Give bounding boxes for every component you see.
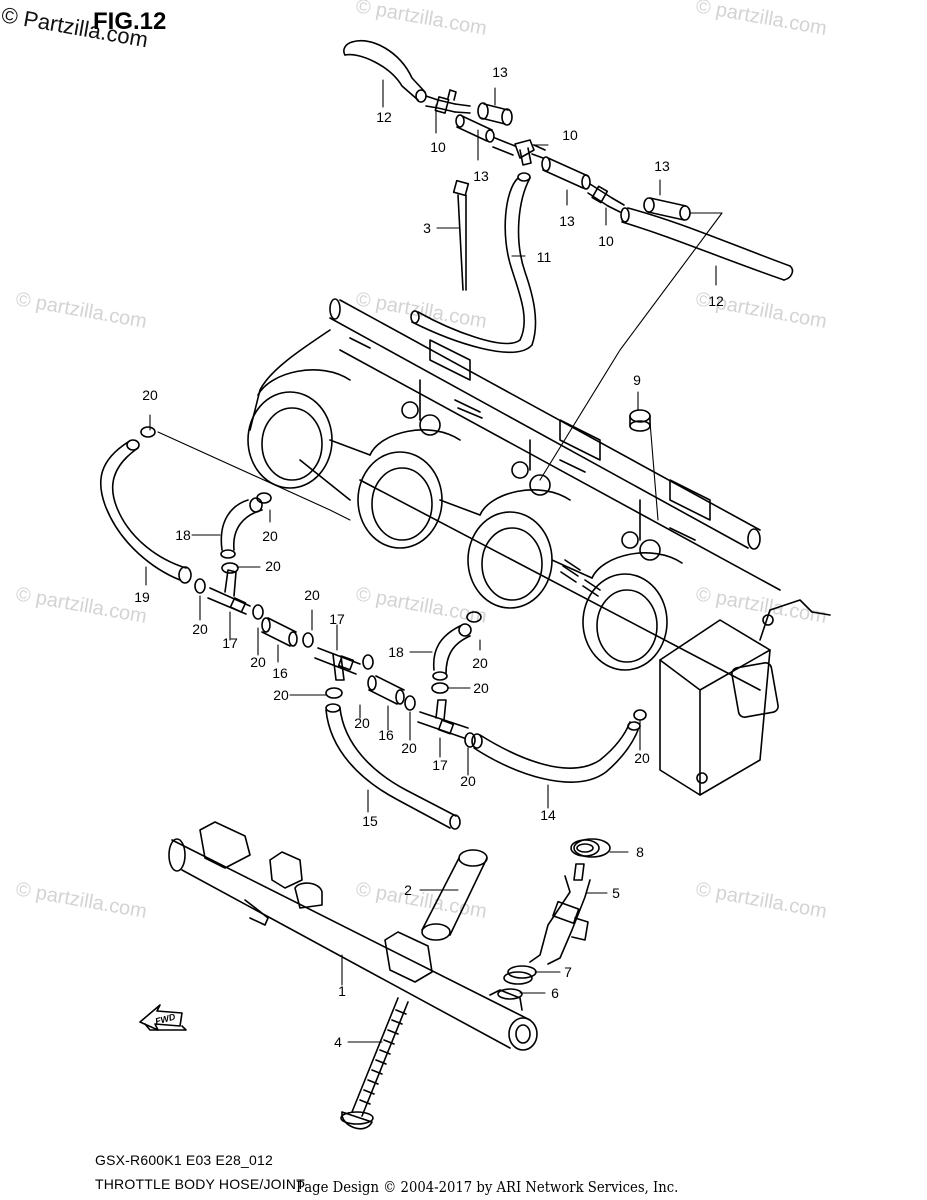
callout-17: 17 bbox=[222, 635, 238, 651]
hose-15 bbox=[325, 703, 461, 830]
tee-17-right bbox=[417, 699, 469, 739]
leader-lines bbox=[145, 79, 723, 1043]
callout-12: 12 bbox=[708, 293, 724, 309]
assembly-name: THROTTLE BODY HOSE/JOINT bbox=[95, 1176, 305, 1192]
callout-8: 8 bbox=[636, 844, 644, 860]
callout-20: 20 bbox=[273, 687, 289, 703]
callout-4: 4 bbox=[334, 1034, 342, 1050]
tee-17-left bbox=[207, 569, 251, 615]
callout-20: 20 bbox=[304, 587, 320, 603]
callout-10: 10 bbox=[562, 127, 578, 143]
callout-13: 13 bbox=[492, 64, 508, 80]
hose-13-right bbox=[541, 156, 591, 190]
hose-12-right bbox=[620, 207, 794, 281]
callout-20: 20 bbox=[250, 654, 266, 670]
callout-14: 14 bbox=[540, 807, 556, 823]
page-credit: Page Design © 2004-2017 by ARI Network S… bbox=[296, 1178, 679, 1196]
callout-17: 17 bbox=[432, 757, 448, 773]
joint-10-top bbox=[425, 89, 471, 114]
callout-20: 20 bbox=[401, 740, 417, 756]
callout-5: 5 bbox=[612, 885, 620, 901]
callout-10: 10 bbox=[430, 139, 446, 155]
cap-13-right bbox=[643, 197, 691, 221]
throttle-position-sensor bbox=[659, 599, 831, 796]
callout-20: 20 bbox=[262, 528, 278, 544]
hose-18-left bbox=[220, 497, 263, 559]
hose-19 bbox=[99, 439, 192, 584]
cushion-2 bbox=[421, 849, 488, 941]
throttle-body-assembly bbox=[247, 298, 831, 796]
callout-20: 20 bbox=[354, 715, 370, 731]
callout-16: 16 bbox=[378, 727, 394, 743]
callout-19: 19 bbox=[134, 589, 150, 605]
callout-20: 20 bbox=[142, 387, 158, 403]
callout-11: 11 bbox=[537, 249, 552, 265]
callout-7: 7 bbox=[564, 964, 572, 980]
callout-15: 15 bbox=[362, 813, 378, 829]
joint-10-right bbox=[587, 183, 625, 213]
fwd-arrow-icon bbox=[139, 1004, 187, 1031]
callout-6: 6 bbox=[551, 985, 559, 1001]
model-code: GSX-R600K1 E03 E28_012 bbox=[95, 1152, 273, 1168]
hose-16-middle bbox=[367, 675, 405, 705]
hose-18-right bbox=[432, 623, 472, 681]
callout-10: 10 bbox=[598, 233, 614, 249]
fwd-label: FWD bbox=[154, 1011, 177, 1026]
callout-18: 18 bbox=[388, 644, 404, 660]
hose-13-mid bbox=[455, 114, 495, 143]
figure-title: FIG.12 bbox=[93, 8, 167, 35]
callout-16: 16 bbox=[272, 665, 288, 681]
callout-13: 13 bbox=[473, 168, 489, 184]
callout-18: 18 bbox=[175, 527, 191, 543]
callout-13: 13 bbox=[559, 213, 575, 229]
callout-20: 20 bbox=[472, 655, 488, 671]
callout-9: 9 bbox=[633, 372, 641, 388]
callout-20: 20 bbox=[634, 750, 650, 766]
fuel-delivery-pipe bbox=[168, 821, 538, 1051]
callout-20: 20 bbox=[460, 773, 476, 789]
callout-17: 17 bbox=[329, 611, 345, 627]
o-ring-6 bbox=[497, 988, 523, 1000]
cable-tie-3 bbox=[452, 179, 470, 291]
hose-16-left bbox=[261, 617, 298, 647]
callout-20: 20 bbox=[473, 680, 489, 696]
callout-2: 2 bbox=[404, 882, 412, 898]
hose-11 bbox=[410, 172, 537, 354]
cap-13-upper bbox=[477, 102, 513, 126]
callout-20: 20 bbox=[265, 558, 281, 574]
throttle-bore-4 bbox=[582, 573, 668, 671]
callout-3: 3 bbox=[423, 220, 431, 236]
callout-20: 20 bbox=[192, 621, 208, 637]
bolt-4 bbox=[340, 997, 409, 1130]
tee-joint-10 bbox=[492, 137, 546, 166]
callout-1: 1 bbox=[338, 983, 346, 999]
seal-8 bbox=[573, 838, 611, 858]
callout-12: 12 bbox=[376, 109, 392, 125]
callout-13: 13 bbox=[654, 158, 670, 174]
tee-17-middle bbox=[314, 647, 361, 681]
